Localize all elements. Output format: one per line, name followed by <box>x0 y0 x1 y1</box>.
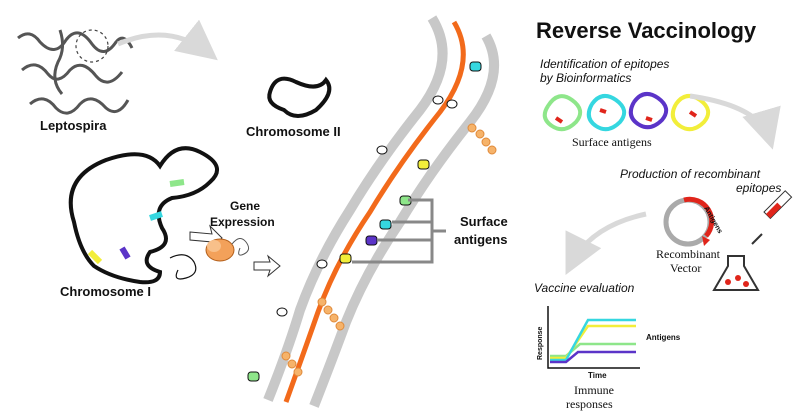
plot-xlabel: Time <box>588 371 607 380</box>
identification-label-line1: Identification of epitopes <box>540 57 669 71</box>
curved-arrow-to-chromosome <box>117 19 218 61</box>
membrane-proteins <box>247 61 482 382</box>
leptospira-cells-icon <box>17 29 134 115</box>
gene-expression-label-line2: Expression <box>210 215 275 229</box>
vector-label-line1: Recombinant <box>656 247 721 261</box>
vector-antigens-label: Antigens <box>702 206 723 236</box>
surface-antigens-label-line1: Surface <box>460 214 508 229</box>
chromosome-2-label: Chromosome II <box>246 124 341 139</box>
chromosome-2-icon <box>267 76 332 118</box>
orange-membrane <box>283 20 466 403</box>
grey-membrane-outer <box>263 15 448 402</box>
chromosome-1-label: Chromosome I <box>60 284 151 299</box>
leptospira-label: Leptospira <box>40 118 107 133</box>
plot-caption-line2: responses <box>566 397 613 411</box>
curved-arrow-to-evaluation <box>565 211 647 275</box>
expression-arrow-2-icon <box>253 254 281 278</box>
surface-antigens-label-line2: antigens <box>454 232 507 247</box>
plot-ylabel: Response <box>537 326 544 360</box>
recombinant-vector-icon <box>663 196 715 247</box>
production-label-line2: epitopes <box>736 181 781 195</box>
identification-label-line2: by Bioinformatics <box>540 71 631 85</box>
curved-arrow-to-production <box>689 93 781 150</box>
antigen-structures-icon <box>542 91 711 132</box>
zoom-circle <box>75 29 109 63</box>
chromosome-1-icon <box>68 146 220 285</box>
flask-icon <box>712 255 760 291</box>
lps-chains <box>281 123 497 377</box>
ribosome-icon <box>205 238 250 262</box>
gene-expression-label-line1: Gene <box>230 199 260 213</box>
plot-legend: Antigens <box>646 333 681 342</box>
surface-antigen-bracket <box>352 198 446 264</box>
vector-label-line2: Vector <box>670 261 701 275</box>
response-plot <box>547 306 640 369</box>
evaluation-label: Vaccine evaluation <box>534 281 635 295</box>
syringe-icon <box>751 190 793 245</box>
production-label-line1: Production of recombinant <box>620 167 761 181</box>
plot-caption-line1: Immune <box>574 383 614 397</box>
page-title: Reverse Vaccinology <box>536 18 757 43</box>
surface-antigens-caption: Surface antigens <box>572 135 652 149</box>
